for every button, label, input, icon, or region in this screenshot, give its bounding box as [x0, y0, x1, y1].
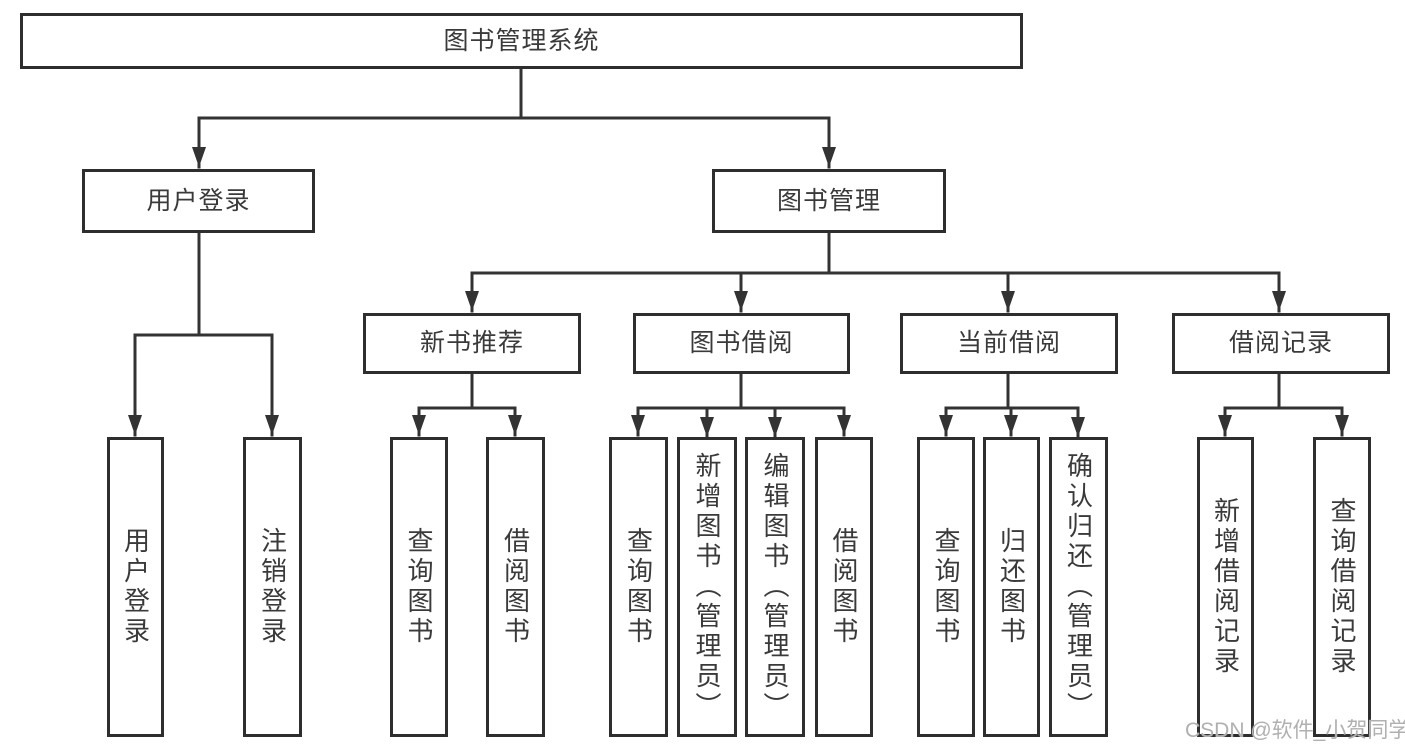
node-library-management-system: 图书管理系统 [20, 13, 1023, 69]
leaf-query-books-2: 查询图书 [609, 437, 668, 737]
leaf-user-login: 用户登录 [107, 437, 164, 737]
node-label: 借阅记录 [1228, 329, 1333, 357]
node-borrowing-records: 借阅记录 [1172, 313, 1390, 374]
node-label: 归还图书 [996, 527, 1027, 647]
leaf-query-books-1: 查询图书 [390, 437, 448, 737]
node-label: 新增图书（管理员） [692, 452, 722, 722]
node-label: 借阅图书 [829, 527, 859, 647]
node-user-login: 用户登录 [82, 169, 315, 233]
node-label: 当前借阅 [956, 329, 1061, 357]
node-label: 确认归还（管理员） [1063, 452, 1094, 722]
node-label: 编辑图书（管理员） [760, 452, 790, 722]
node-label: 图书管理系统 [443, 26, 600, 55]
node-label: 借阅图书 [500, 527, 531, 647]
node-book-management: 图书管理 [712, 169, 946, 233]
node-label: 用户登录 [146, 186, 251, 215]
node-label: 查询借阅记录 [1327, 497, 1357, 677]
leaf-logout: 注销登录 [243, 437, 302, 737]
node-label: 用户登录 [120, 527, 151, 647]
leaf-confirm-return-admin: 确认归还（管理员） [1049, 437, 1108, 737]
leaf-query-books-3: 查询图书 [917, 437, 975, 737]
node-label: 查询图书 [404, 527, 434, 647]
node-label: 新书推荐 [419, 329, 524, 357]
leaf-return-books: 归还图书 [983, 437, 1040, 737]
node-book-borrowing: 图书借阅 [633, 313, 850, 374]
node-label: 查询图书 [931, 527, 961, 647]
node-label: 查询图书 [623, 527, 654, 647]
node-new-book-recommendation: 新书推荐 [363, 313, 581, 374]
node-label: 注销登录 [257, 527, 288, 647]
leaf-add-borrow-record: 新增借阅记录 [1197, 437, 1254, 737]
node-current-borrowing: 当前借阅 [900, 313, 1118, 374]
node-label: 图书借阅 [689, 329, 794, 357]
csdn-watermark: CSDN @软件_小贺同学 [1185, 719, 1405, 742]
leaf-add-books-admin: 新增图书（管理员） [677, 437, 737, 737]
node-label: 新增借阅记录 [1210, 497, 1241, 677]
leaf-query-borrow-record: 查询借阅记录 [1313, 437, 1371, 737]
leaf-borrow-books-1: 借阅图书 [486, 437, 545, 737]
leaf-borrow-books-2: 借阅图书 [815, 437, 873, 737]
node-label: 图书管理 [776, 186, 881, 215]
leaf-edit-books-admin: 编辑图书（管理员） [745, 437, 805, 737]
